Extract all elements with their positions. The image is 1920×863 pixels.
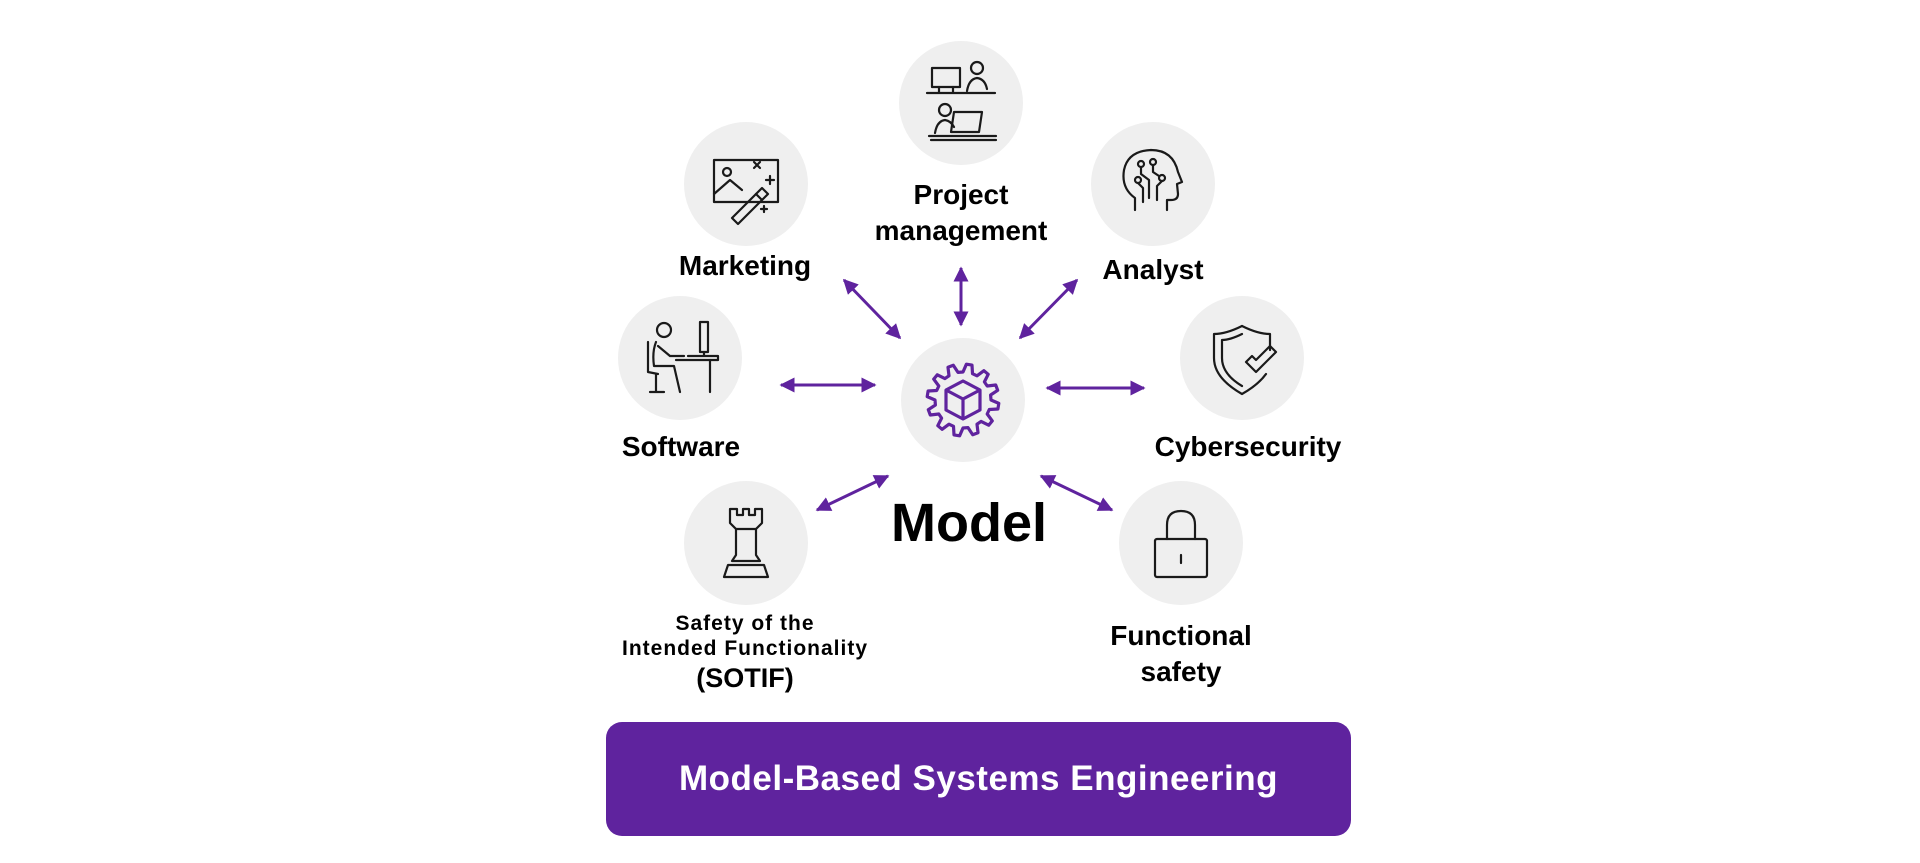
arrow-sotif [815, 474, 890, 512]
functional-safety-label-line2: safety [1140, 656, 1222, 687]
arrow-functional-safety [1039, 474, 1114, 512]
arrow-analyst [1018, 278, 1079, 340]
software-label: Software [621, 431, 741, 462]
model-hub [901, 338, 1025, 462]
mbse-banner: Model-Based Systems Engineering [606, 722, 1351, 836]
project-management-label-line1: Project [913, 179, 1009, 210]
marketing-label: Marketing [678, 250, 812, 281]
cybersecurity-circle [1180, 296, 1304, 420]
padlock-icon [1153, 509, 1209, 579]
person-at-desk-icon [646, 320, 720, 394]
software-circle [618, 296, 742, 420]
cybersecurity-label: Cybersecurity [1154, 431, 1342, 462]
functional-safety-label: Functional safety [1082, 618, 1280, 690]
analyst-circle [1091, 122, 1215, 246]
sotif-label: Safety of the Intended Functionality (SO… [600, 611, 890, 695]
project-management-circle [899, 41, 1023, 165]
image-magic-wand-icon [712, 158, 780, 226]
chess-rook-icon [722, 507, 770, 579]
sotif-label-line1: Safety of the [675, 612, 815, 635]
marketing-circle [684, 122, 808, 246]
functional-safety-circle [1119, 481, 1243, 605]
shield-check-icon [1212, 324, 1278, 396]
project-management-label: Project management [862, 177, 1060, 249]
people-at-computers-icon [925, 60, 998, 142]
sotif-circle [684, 481, 808, 605]
sotif-label-line3: (SOTIF) [696, 663, 794, 693]
ai-head-icon [1122, 148, 1184, 212]
analyst-label: Analyst [1102, 254, 1204, 285]
gear-box-icon [925, 362, 1001, 438]
arrow-marketing [842, 278, 902, 340]
model-label: Model [891, 493, 1047, 553]
sotif-label-line2: Intended Functionality [622, 637, 868, 660]
mbse-banner-label: Model-Based Systems Engineering [679, 759, 1278, 798]
functional-safety-label-line1: Functional [1110, 620, 1252, 651]
project-management-label-line2: management [874, 215, 1048, 246]
